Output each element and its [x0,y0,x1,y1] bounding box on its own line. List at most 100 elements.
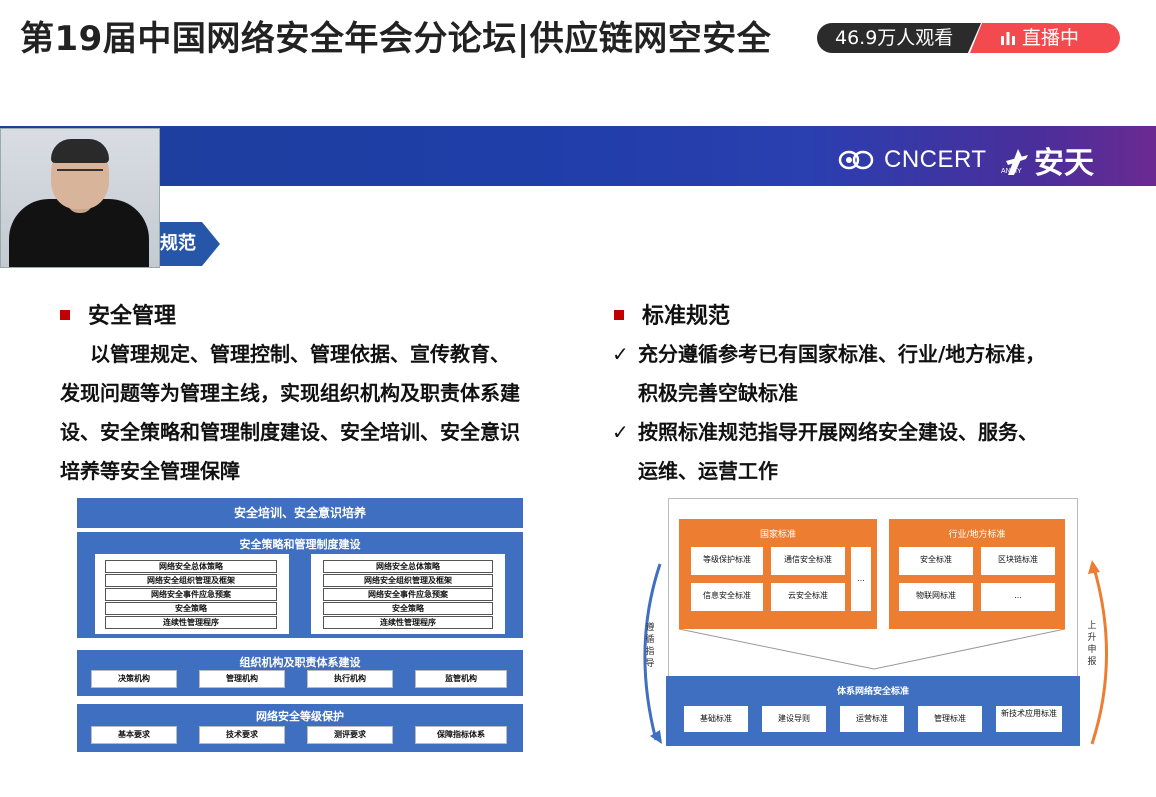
left-heading-text: 安全管理 [88,304,177,329]
policy-item: 网络安全总体策略 [323,560,493,573]
standard-item: 物联网标准 [899,583,973,611]
antiy-emblem-icon [1006,149,1028,175]
policy-item: 连续性管理程序 [323,616,493,629]
org-item: 决策机构 [91,670,177,688]
org-item: 管理机构 [199,670,285,688]
side-char: 上 [1087,621,1097,631]
antiy-logo: 安天 [1004,138,1094,182]
bullet-line: 积极完善空缺标准 [638,381,798,405]
org-item: 监管机构 [415,670,507,688]
presenter-hair [51,139,109,163]
base-item: 建设导则 [762,706,826,732]
standards-frame: 国家标准 等级保护标准 通信安全标准 信息安全标准 云安全标准 ... 行业/地… [668,498,1078,678]
funnel-lines-icon [678,628,1066,670]
follow-guide-label: 遵 循 指 导 [644,622,656,670]
red-square-icon [614,310,624,320]
policy-title: 安全策略和管理制度建设 [239,538,361,551]
standard-item: ... [981,583,1055,611]
left-paragraph-line: 以管理规定、管理控制、管理依据、宣传教育、 [90,342,510,366]
bullet-line: 运维、运营工作 [638,459,778,483]
standards-diagram: 国家标准 等级保护标准 通信安全标准 信息安全标准 云安全标准 ... 行业/地… [630,498,1120,753]
live-status-badge: 直播中 [970,23,1120,53]
side-char: 申 [1087,645,1097,655]
org-title: 组织机构及职责体系建设 [239,656,361,669]
standard-item: 云安全标准 [771,583,845,611]
standard-item: 区块链标准 [981,547,1055,575]
report-up-label: 上 升 申 报 [1086,620,1098,668]
national-title: 国家标准 [759,530,796,540]
policy-item: 网络安全事件应急预案 [323,588,493,601]
org-item: 执行机构 [307,670,393,688]
standard-item: 等级保护标准 [691,547,763,575]
live-bars-icon [1001,32,1015,45]
level-section: 网络安全等级保护 基本要求 技术要求 测评要求 保障指标体系 [77,704,523,752]
base-item: 基础标准 [684,706,748,732]
policy-panel-right: 网络安全总体策略 网络安全组织管理及框架 网络安全事件应急预案 安全策略 连续性… [311,554,505,634]
national-standards-box: 国家标准 等级保护标准 通信安全标准 信息安全标准 云安全标准 ... [679,519,877,629]
bullet-item: ✓ 按照标准规范指导开展网络安全建设、服务、 [612,413,1122,452]
side-char: 循 [645,635,655,645]
right-heading-text: 标准规范 [642,304,731,329]
left-paragraph: 以管理规定、管理控制、管理依据、宣传教育、 发现问题等为管理主线，实现组织机构及… [60,335,580,491]
viewer-count-badge: 46.9万人观看 [817,23,981,53]
training-bar: 安全培训、安全意识培养 [77,498,523,528]
policy-item: 网络安全事件应急预案 [105,588,277,601]
side-char: 导 [645,659,655,669]
presentation-slide: CNCERT 安天 ANTIY 规范 安全管理 以管理规定、管理控制、管理依据、… [0,126,1156,797]
side-char: 升 [1087,633,1097,643]
standard-item-more: ... [851,547,871,611]
side-char: 遵 [645,623,655,633]
webcam-video[interactable] [0,128,160,268]
right-curved-arrow-icon [1088,560,1108,745]
side-char: 指 [645,647,655,657]
standard-item: 安全标准 [899,547,973,575]
industry-standards-box: 行业/地方标准 安全标准 区块链标准 物联网标准 ... [889,519,1065,629]
policy-item: 安全策略 [105,602,277,615]
base-item: 新技术应用标准 [996,706,1062,732]
cncert-emblem-icon [838,150,874,170]
system-standards-base: 体系网络安全标准 基础标准 建设导则 运营标准 管理标准 新技术应用标准 [666,676,1080,746]
policy-item: 网络安全组织管理及框架 [105,574,277,587]
antiy-subtext: ANTIY [1001,168,1022,175]
level-title: 网络安全等级保护 [256,710,344,723]
policy-item: 连续性管理程序 [105,616,277,629]
policy-item: 网络安全组织管理及框架 [323,574,493,587]
red-square-icon [60,310,70,320]
level-item: 基本要求 [91,726,177,744]
industry-title: 行业/地方标准 [948,530,1006,540]
check-icon: ✓ [612,342,629,366]
level-item: 保障指标体系 [415,726,507,744]
presenter-glasses [57,169,103,179]
policy-section: 安全策略和管理制度建设 网络安全总体策略 网络安全组织管理及框架 网络安全事件应… [77,532,523,638]
side-char: 报 [1087,657,1097,667]
left-paragraph-line: 培养等安全管理保障 [60,459,240,483]
level-item: 测评要求 [307,726,393,744]
right-bullet-list: ✓ 充分遵循参考已有国家标准、行业/地方标准， 积极完善空缺标准 ✓ 按照标准规范指… [612,335,1122,491]
bullet-item: ✓ 充分遵循参考已有国家标准、行业/地方标准， [612,335,1122,374]
left-paragraph-line: 发现问题等为管理主线，实现组织机构及职责体系建 [60,381,520,405]
base-item: 运营标准 [840,706,904,732]
standard-item: 通信安全标准 [771,547,845,575]
left-heading: 安全管理 [60,298,176,330]
level-item: 技术要求 [199,726,285,744]
check-icon: ✓ [612,420,629,444]
base-title: 体系网络安全标准 [836,687,909,697]
security-management-diagram: 安全培训、安全意识培养 安全策略和管理制度建设 网络安全总体策略 网络安全组织管… [77,498,523,752]
standard-item: 信息安全标准 [691,583,763,611]
base-item: 管理标准 [918,706,982,732]
cncert-text: CNCERT [884,146,987,173]
bullet-line: 充分遵循参考已有国家标准、行业/地方标准， [638,342,1046,366]
slide-banner: CNCERT 安天 ANTIY [0,126,1156,186]
live-label: 直播中 [1022,27,1080,49]
right-heading: 标准规范 [614,298,730,330]
antiy-text: 安天 [1034,146,1094,181]
policy-panel-left: 网络安全总体策略 网络安全组织管理及框架 网络安全事件应急预案 安全策略 连续性… [95,554,289,634]
policy-item: 安全策略 [323,602,493,615]
org-section: 组织机构及职责体系建设 决策机构 管理机构 执行机构 监管机构 [77,650,523,696]
cncert-logo: CNCERT [838,146,987,174]
bullet-line: 按照标准规范指导开展网络安全建设、服务、 [638,420,1038,444]
left-curved-arrow-icon [643,563,662,744]
left-paragraph-line: 设、安全策略和管理制度建设、安全培训、安全意识 [60,420,520,444]
policy-item: 网络安全总体策略 [105,560,277,573]
stream-title: 第19届中国网络安全年会分论坛|供应链网空安全 [20,19,772,59]
